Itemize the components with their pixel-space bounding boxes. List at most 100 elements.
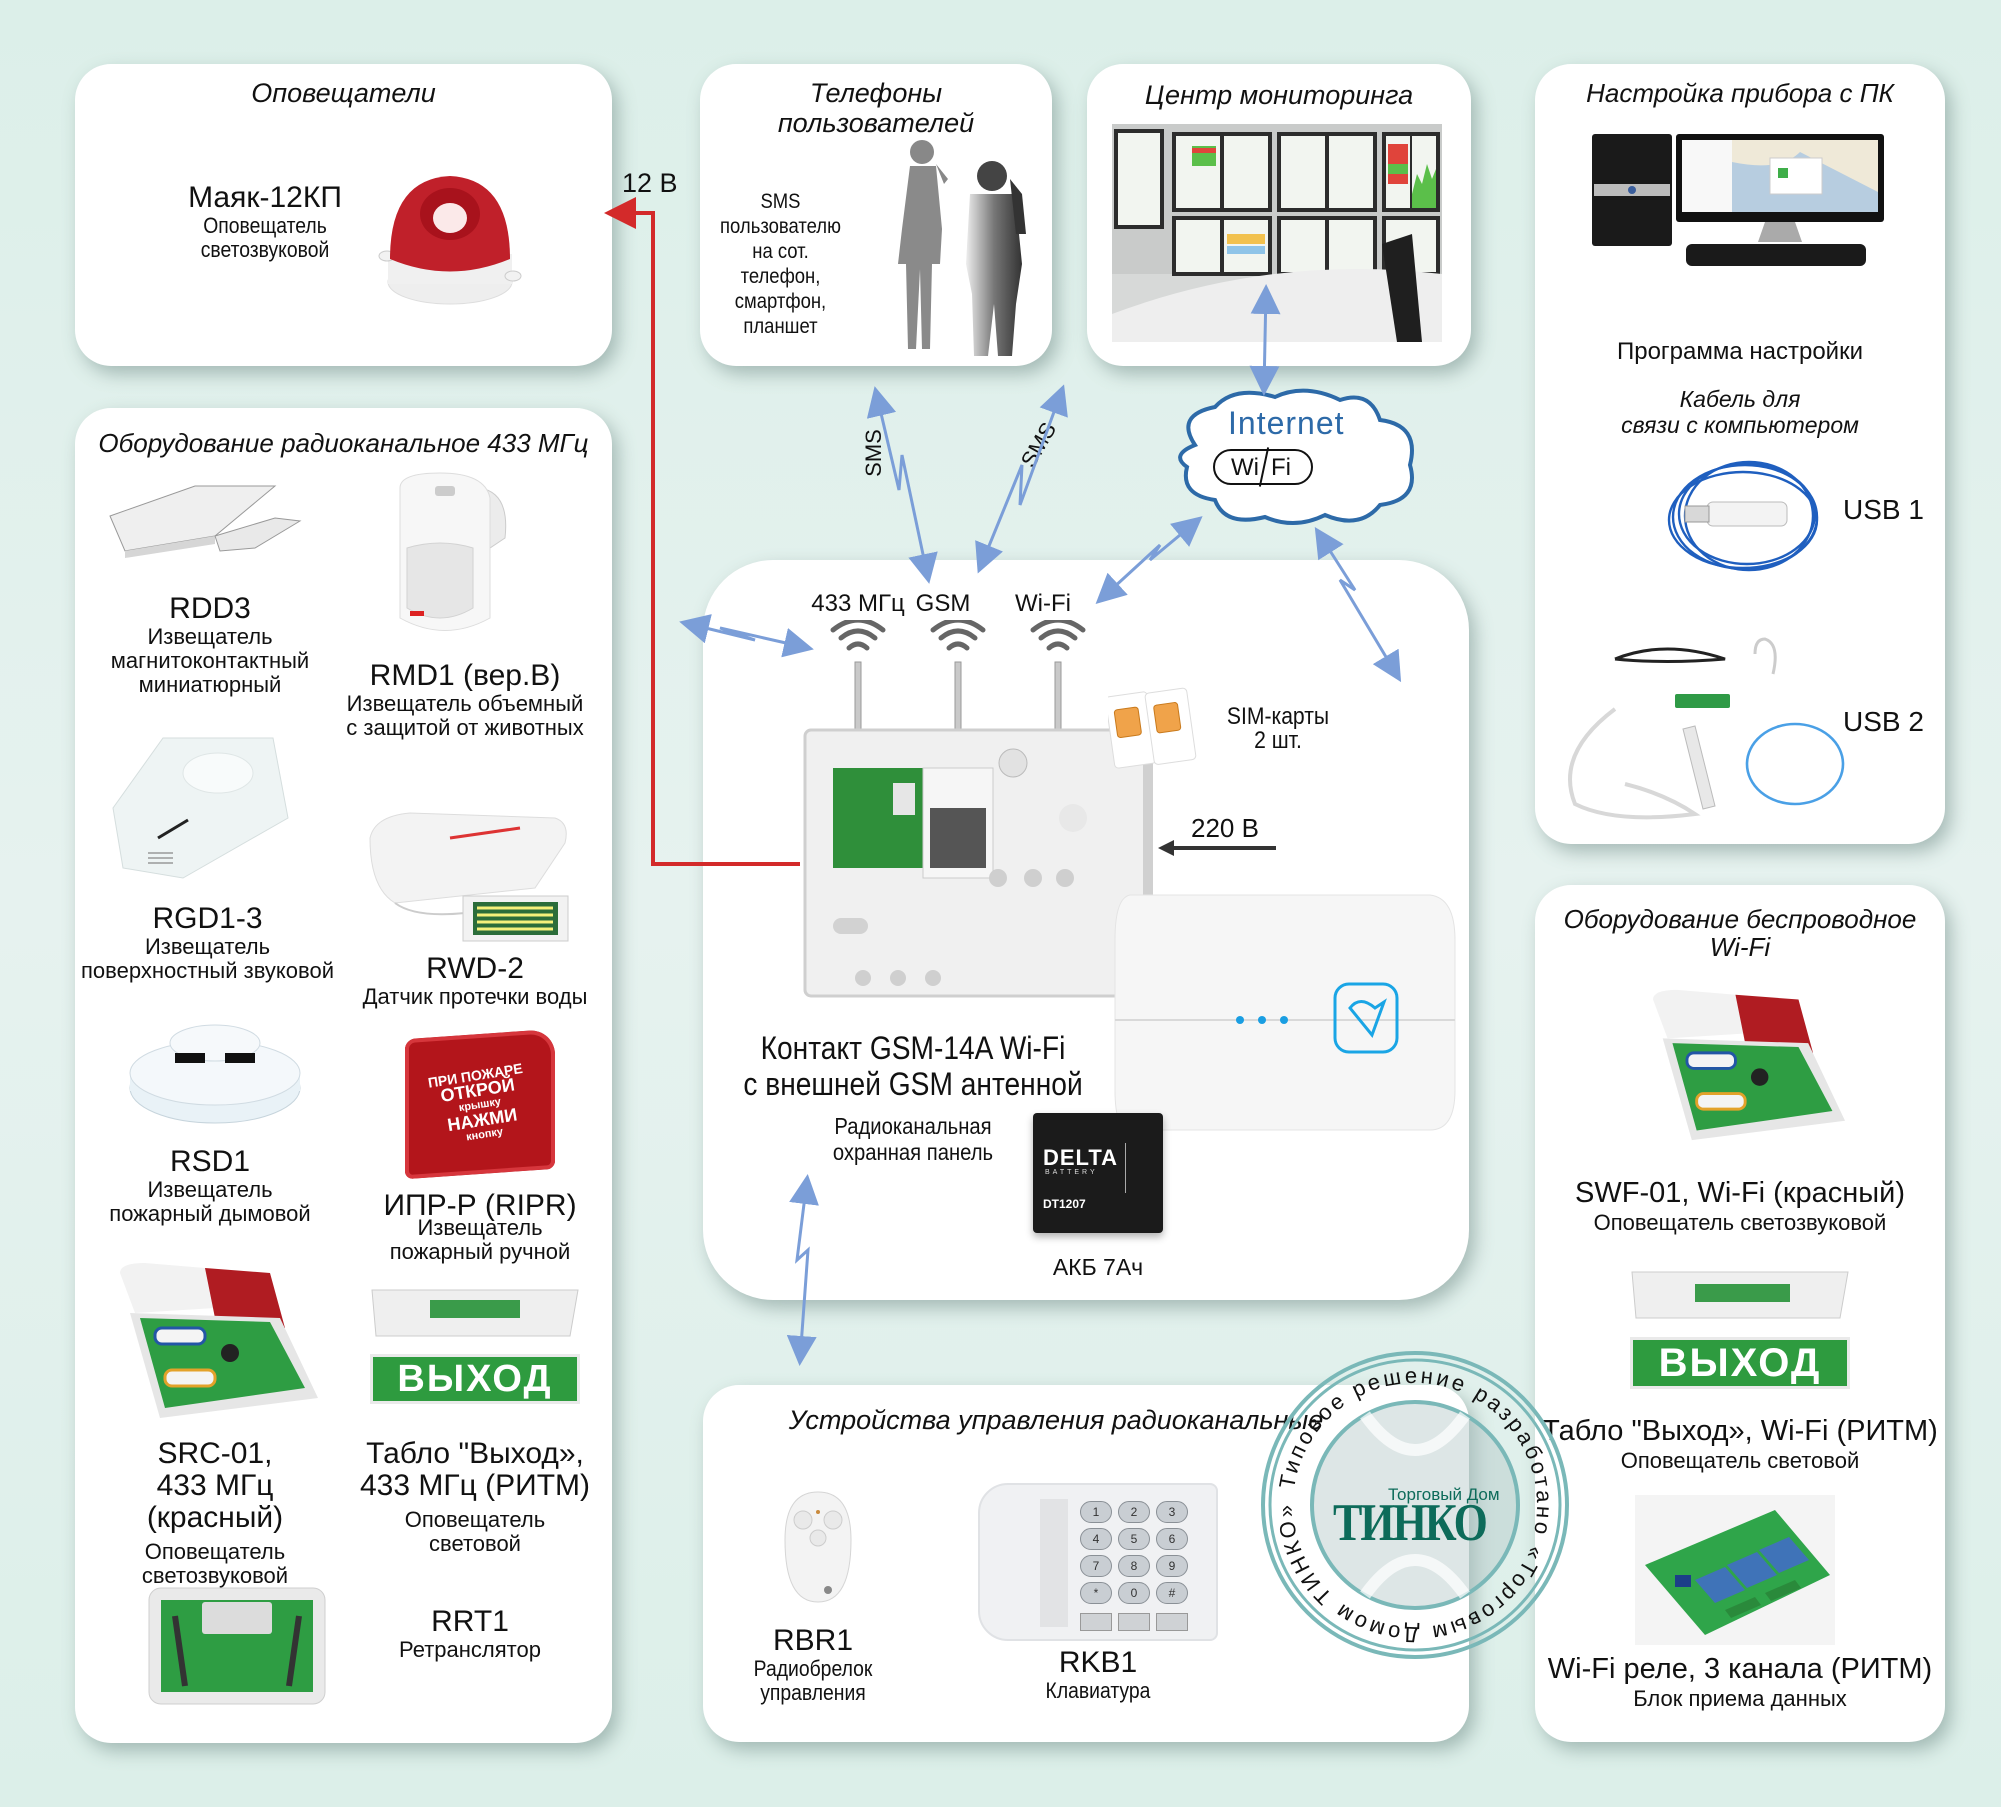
exit-sign-433: ВЫХОД (370, 1354, 580, 1404)
rbr1-image (784, 1491, 852, 1603)
phones-text: SMS пользователю на сот. телефон, смартф… (708, 189, 853, 339)
device-model: Табло "Выход», Wi-Fi (РИТМ) (1542, 1415, 1938, 1447)
device-mayak: Маяк-12КП Оповещатель светозвуковой (165, 182, 365, 262)
sms-label-left: SMS (860, 429, 886, 477)
medical-key[interactable] (1118, 1613, 1150, 1631)
sms-label-right: SMS (1015, 417, 1062, 472)
text-line: смартфон, (734, 290, 827, 313)
sim-cards-label: SIM-карты 2 шт. (1203, 705, 1353, 753)
device-rrt1: RRT1 Ретранслятор (365, 1606, 575, 1662)
device-desc: Оповещатель (404, 1507, 546, 1532)
device-desc: поверхностный звуковой (81, 958, 334, 983)
device-model: RRT1 (431, 1605, 509, 1638)
device-desc: пожарный ручной (389, 1239, 571, 1264)
battery-model: DT1207 (1043, 1197, 1086, 1211)
usb2-cable-image (1568, 637, 1845, 820)
device-model: RSD1 (169, 1145, 251, 1178)
device-exit-433: Табло "Выход», 433 МГц (РИТМ) Оповещател… (345, 1438, 605, 1556)
device-desc: Извещатель (147, 1177, 273, 1202)
panel-monitoring: Центр мониторинга (1087, 64, 1471, 366)
signal-icon (830, 620, 1086, 651)
text-line: пользователю (720, 215, 841, 238)
keypad-key[interactable]: 0 (1118, 1582, 1150, 1604)
ipr-image: ПРИ ПОЖАРЕ ОТКРОЙ крышку НАЖМИ кнопку (405, 1028, 555, 1180)
rgd1-image (112, 737, 289, 879)
keypad-key[interactable]: * (1080, 1582, 1112, 1604)
device-exit-wifi: Табло "Выход», Wi-Fi (РИТМ) Оповещатель … (1535, 1415, 1945, 1474)
panel-main-device: 433 МГц GSM Wi-Fi SIM-карты 2 шт. 220 В (703, 560, 1469, 1300)
cable-label-line: Кабель для (1679, 386, 1801, 412)
stamp-brand-small: Торговый Дом (1388, 1485, 1500, 1504)
device-rsd1: RSD1 Извещатель пожарный дымовой (95, 1146, 325, 1226)
battery-label: АКБ 7Ач (1052, 1254, 1144, 1280)
device-rkb1: RKB1 Клавиатура (1013, 1647, 1183, 1703)
siren-image (378, 176, 522, 305)
device-model: RKB1 (1058, 1646, 1138, 1679)
device-desc: Ретранслятор (399, 1637, 541, 1662)
device-rgd1: RGD1-3 Извещатель поверхностный звуковой (75, 903, 340, 983)
device-description-line: Радиоканальная (834, 1113, 992, 1139)
power-12v-label: 12 В (622, 168, 678, 198)
panel-title-line: Телефоны (809, 78, 943, 108)
battery-brand: DELTA (1043, 1145, 1119, 1170)
panel-controls: Устройства управления радиоканальные RBR… (703, 1385, 1469, 1742)
device-rwd2: RWD-2 Датчик протечки воды (340, 953, 610, 1009)
device-rmd1: RMD1 (вер.В) Извещатель объемный с защит… (325, 660, 605, 740)
keypad-key[interactable]: 8 (1118, 1555, 1150, 1577)
link-sms-left (866, 386, 938, 584)
rwd2-image (369, 812, 569, 942)
device-ipr: ИПР-Р (RIPR) Извещатель пожарный ручной (355, 1190, 605, 1264)
cable-label: Кабель для связи с компьютером (1535, 386, 1945, 438)
keypad-key[interactable]: # (1156, 1582, 1188, 1604)
tinko-stamp: Типовое решение разработано «Торговым До… (1255, 1345, 1575, 1665)
power-220v-label: 220 В (1191, 813, 1259, 843)
panel-phones: Телефоны пользователей SMS пользователю … (700, 64, 1052, 366)
wifi-logo-left: Wi (1231, 454, 1259, 481)
device-cover-image (1114, 894, 1456, 1131)
antenna-label-433: 433 МГц (811, 590, 905, 617)
device-name-line: Контакт GSM-14A Wi-Fi (760, 1030, 1066, 1066)
panel-radio433: Оборудование радиоканальное 433 МГц RDD3… (75, 408, 612, 1743)
device-desc: Оповещатель (144, 1539, 286, 1564)
device-model: Wi-Fi реле, 3 канала (РИТМ) (1547, 1653, 1933, 1685)
cable-label-line: связи с компьютером (1621, 412, 1859, 438)
panel-title: Оповещатели (251, 78, 436, 108)
panel-title: Телефоны пользователей (700, 78, 1052, 138)
usb1-cable-image (1667, 460, 1819, 572)
device-rdd3: RDD3 Извещатель магнитоконтактный миниат… (105, 593, 315, 697)
keypad-key[interactable]: 5 (1118, 1528, 1150, 1550)
device-desc: Блок приема данных (1633, 1686, 1847, 1711)
sim-label-line: 2 шт. (1254, 727, 1302, 754)
src01-image (120, 1263, 318, 1418)
internet-label: Internet (1228, 405, 1345, 441)
device-desc: Извещатель (144, 934, 271, 959)
panel-title: Оборудование радиоканальное 433 МГц (98, 428, 589, 458)
device-model: 433 МГц (РИТМ) (359, 1469, 590, 1502)
exit-sign-wifi: ВЫХОД (1630, 1337, 1850, 1389)
battery-image: DELTA BATTERY DT1207 (1033, 1113, 1163, 1233)
exit-sign-text: ВЫХОД (1658, 1341, 1822, 1385)
panic-key[interactable] (1156, 1613, 1188, 1631)
exit-sign-text: ВЫХОД (397, 1358, 553, 1400)
swf01-image (1653, 989, 1846, 1141)
device-desc: управления (760, 1680, 866, 1705)
device-desc: светозвуковой (141, 1563, 289, 1588)
keypad-key[interactable]: 7 (1080, 1555, 1112, 1577)
fire-key[interactable] (1080, 1613, 1112, 1631)
device-model: Маяк-12КП (188, 181, 342, 214)
panel-notifiers: Оповещатели Маяк-12КП Оповещатель светоз… (75, 64, 612, 366)
device-rbr1: RBR1 Радиобрелок управления (723, 1625, 903, 1705)
usb2-label: USB 2 (1843, 706, 1924, 737)
device-desc: Датчик протечки воды (362, 984, 588, 1009)
wifi-relay-image (1635, 1495, 1835, 1645)
keypad-key[interactable]: 1 (1080, 1501, 1112, 1523)
program-label: Программа настройки (1616, 338, 1863, 365)
panel-title: Оборудование беспроводное Wi-Fi (1535, 905, 1945, 961)
device-desc: Радиобрелок (753, 1656, 873, 1681)
keypad-key[interactable]: 4 (1080, 1528, 1112, 1550)
keypad-key[interactable]: 3 (1156, 1501, 1188, 1523)
keypad-key[interactable]: 6 (1156, 1528, 1188, 1550)
keypad-key[interactable]: 9 (1156, 1555, 1188, 1577)
keypad-key[interactable]: 2 (1118, 1501, 1150, 1523)
